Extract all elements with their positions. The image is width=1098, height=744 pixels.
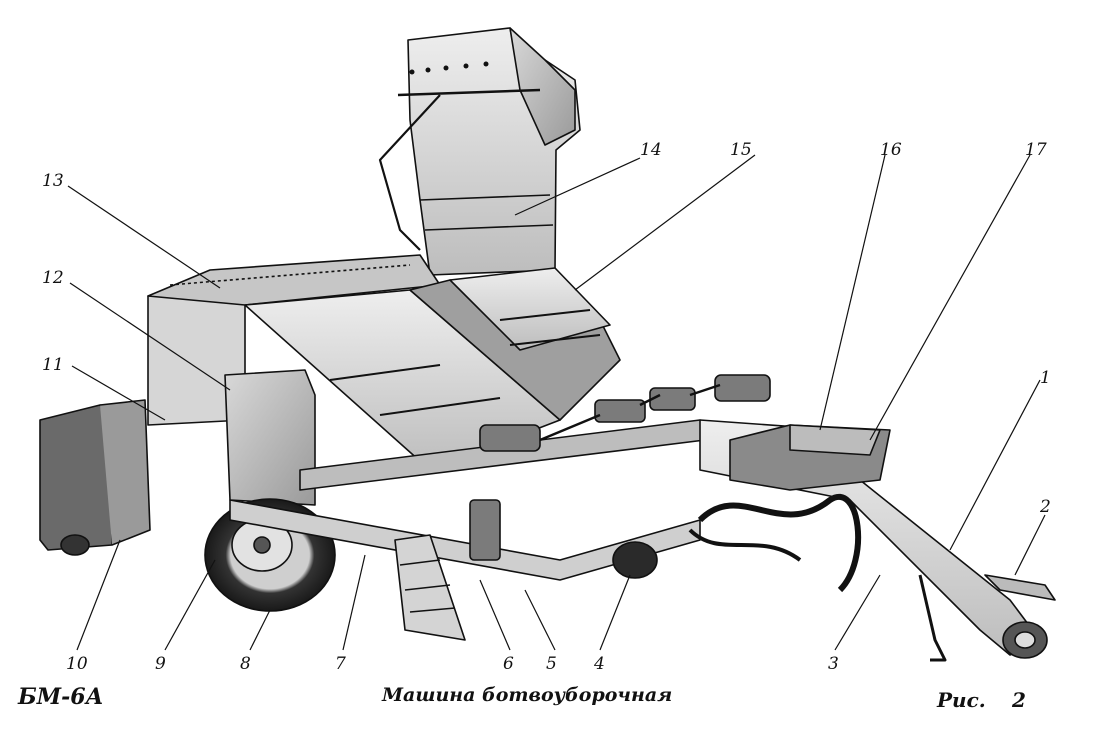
figure-title: Машина ботвоуборочная	[382, 684, 673, 706]
callout-labels: 1 2 3 4 5 6 7 8 9 10 11 12 13 14 15 16 1…	[42, 140, 1051, 674]
callout-4: 4	[593, 654, 605, 674]
callout-2: 2	[1039, 497, 1051, 517]
model-code: БМ-6А	[18, 684, 104, 710]
callout-6: 6	[503, 654, 514, 674]
callout-12: 12	[42, 268, 64, 288]
callout-5: 5	[546, 654, 557, 674]
callout-7: 7	[335, 654, 346, 674]
callout-1: 1	[1040, 368, 1051, 388]
callout-9: 9	[155, 654, 166, 674]
callout-17: 17	[1025, 140, 1047, 160]
callout-13: 13	[42, 171, 64, 191]
callout-3: 3	[828, 654, 839, 674]
callout-16: 16	[880, 140, 902, 160]
callout-14: 14	[640, 140, 662, 160]
callout-10: 10	[66, 654, 88, 674]
callout-8: 8	[240, 654, 251, 674]
figure-number: 2	[1012, 688, 1026, 712]
callout-leaders	[67, 154, 1046, 651]
machine-body	[39, 27, 1056, 662]
figure-label: Рис.	[937, 688, 986, 712]
callout-15: 15	[730, 140, 752, 160]
callout-11: 11	[42, 355, 64, 375]
